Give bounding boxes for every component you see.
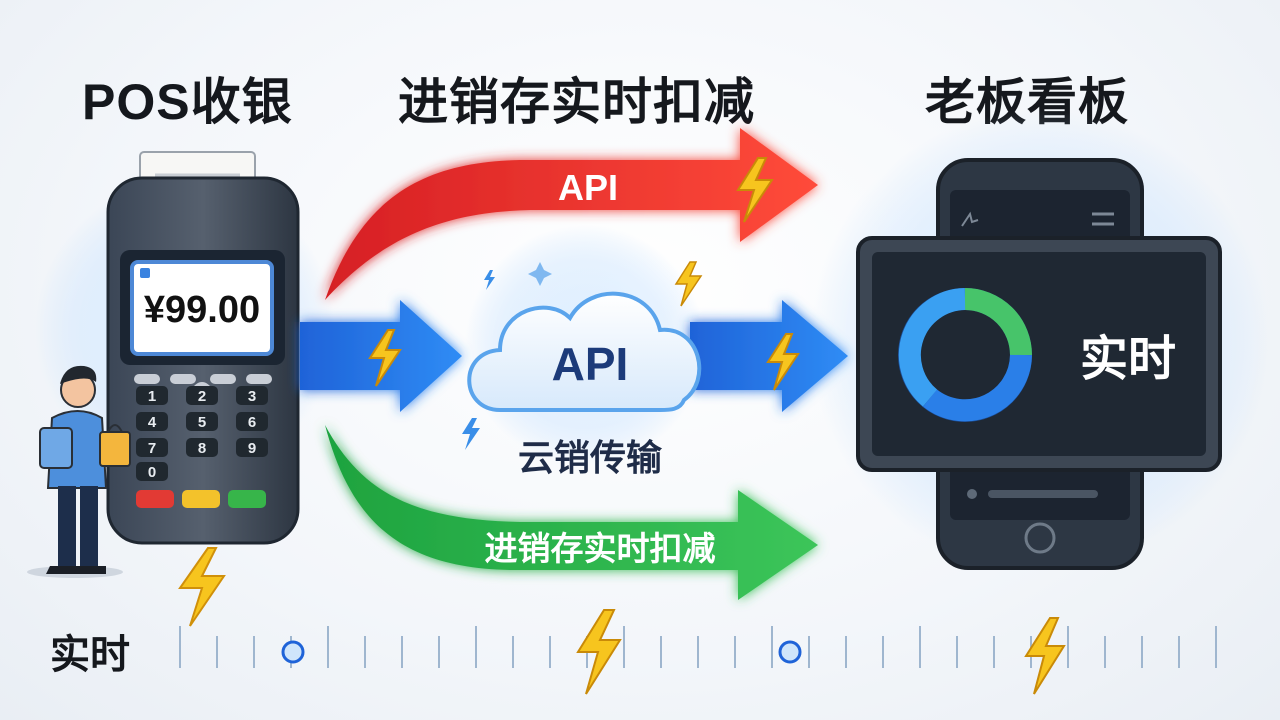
cloud-api-icon: [467, 291, 702, 412]
lightning-icon: [576, 609, 622, 695]
svg-text:0: 0: [148, 464, 156, 481]
svg-text:7: 7: [148, 440, 156, 457]
svg-text:6: 6: [248, 414, 256, 431]
cancel-key: [136, 490, 174, 508]
cloud-caption: 云销传输: [518, 438, 663, 479]
keypad-key-1: 1: [136, 386, 168, 405]
blue-arrow-right: [690, 300, 848, 412]
svg-text:8: 8: [198, 440, 206, 457]
boss-dashboard-device: 实时: [856, 158, 1222, 570]
pos-keypad: 1 2 3 4 5 6 7 8 9 0: [136, 386, 268, 481]
keypad-key-8: 8: [186, 438, 218, 457]
title-pos-checkout: POS收银: [82, 74, 293, 130]
lightning-icon: [1024, 617, 1066, 695]
donut-segment-green: [964, 288, 1032, 356]
pos-terminal: ¥99.00 1 2 3 4 5 6 7 8 9 0: [106, 151, 300, 545]
enter-key: [228, 490, 266, 508]
green-inventory-arrow: [325, 425, 818, 600]
lightning-icon: [178, 547, 226, 627]
red-arrow-label: API: [558, 167, 618, 208]
lightning-icon: [368, 329, 402, 387]
svg-text:5: 5: [198, 414, 206, 431]
svg-text:3: 3: [248, 388, 256, 405]
svg-text:2: 2: [198, 388, 206, 405]
pos-screen: [130, 260, 274, 356]
clear-key: [182, 490, 220, 508]
green-arrow-label: 进销存实时扣减: [485, 529, 716, 568]
keypad-key-0: 0: [136, 462, 168, 481]
keypad-key-3: 3: [236, 386, 268, 405]
timeline-node: [281, 640, 305, 664]
svg-text:1: 1: [148, 388, 156, 405]
keypad-key-7: 7: [136, 438, 168, 457]
keypad-key-9: 9: [236, 438, 268, 457]
timeline-label: 实时: [50, 632, 130, 678]
keypad-key-6: 6: [236, 412, 268, 431]
red-api-arrow: [325, 128, 818, 300]
keypad-key-4: 4: [136, 412, 168, 431]
small-bolt-icon: [484, 270, 495, 290]
cashier-person-icon: [27, 365, 131, 578]
pos-amount: ¥99.00: [144, 289, 260, 331]
lightning-icon: [766, 333, 800, 391]
small-bolt-icon: [462, 418, 480, 450]
shopping-bag-icon: [99, 431, 131, 467]
donut-segment-blue: [923, 354, 1032, 422]
dashboard-label: 实时: [1080, 331, 1176, 387]
title-inventory-deduction: 进销存实时扣减: [398, 74, 755, 130]
svg-text:4: 4: [148, 414, 157, 431]
svg-text:9: 9: [248, 440, 256, 457]
sparkle-icon: [528, 262, 552, 286]
home-button: [1024, 522, 1056, 554]
lightning-icon: [674, 261, 703, 307]
keypad-key-2: 2: [186, 386, 218, 405]
lightning-icon: [736, 157, 774, 223]
donut-segment-lightblue: [898, 288, 966, 407]
timeline-node: [778, 640, 802, 664]
cloud-api-label: API: [552, 338, 629, 390]
keypad-key-5: 5: [186, 412, 218, 431]
